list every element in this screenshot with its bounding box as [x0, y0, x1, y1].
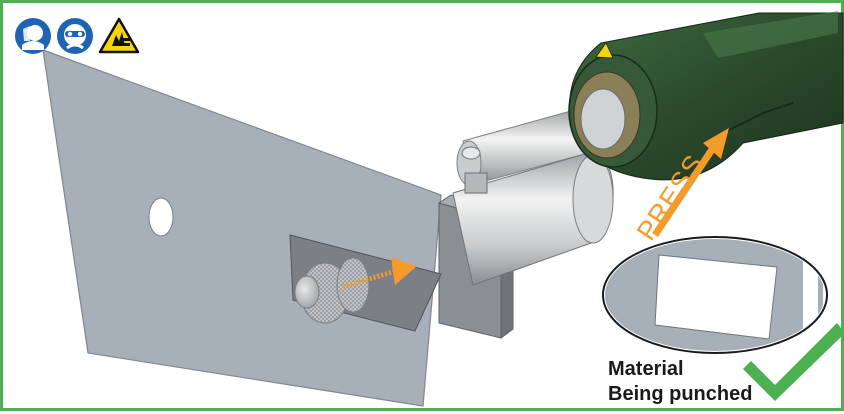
punched-slot — [803, 243, 818, 348]
plate-hole — [148, 197, 174, 237]
punch-illustration — [42, 11, 844, 407]
press-arrow — [652, 143, 718, 237]
eye-protection-mandatory-icon — [57, 18, 93, 54]
face-shield-mandatory-icon — [15, 18, 51, 54]
punched-square-hole — [654, 254, 778, 340]
safety-icons — [14, 17, 140, 55]
hand-crush-warning-icon — [98, 17, 140, 54]
caption-line-2: Being punched — [608, 383, 753, 405]
tool-warning-label — [595, 42, 614, 59]
check-mark-icon — [743, 323, 844, 401]
caption-line-1: Material — [608, 358, 684, 380]
detail-caption: Material Being punched — [608, 357, 752, 407]
insertion-arrow — [342, 268, 396, 290]
metal-plate — [42, 49, 442, 407]
